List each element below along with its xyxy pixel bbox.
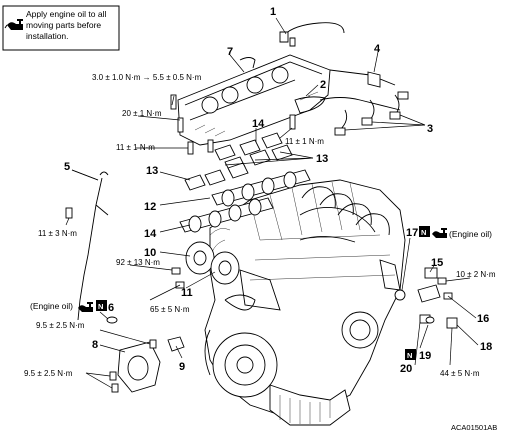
- new-part-icon: [96, 300, 107, 311]
- oil-level-gauge: [65, 171, 109, 321]
- callout-6: 6: [108, 302, 114, 314]
- callout-numbers: 1 2 3 4 5 7 8 9 10 11 12 13 13 14 14 15 …: [64, 6, 492, 375]
- engine-oil-right: (Engine oil): [449, 229, 492, 239]
- callout-14-bottom: 14: [144, 228, 157, 240]
- note-box: Apply engine oil to all moving parts bef…: [2, 5, 120, 51]
- oil-can-icon: [432, 228, 447, 238]
- pcv-hose: [279, 22, 345, 47]
- callout-10: 10: [144, 247, 156, 259]
- callout-8: 8: [92, 339, 98, 351]
- torque-9-5-lower: 9.5 ± 2.5 N·m: [24, 369, 73, 378]
- oil-control-valve-parts: [394, 267, 458, 329]
- note-line-2: moving parts before: [26, 20, 101, 30]
- timing-cover-bracket: [109, 336, 185, 393]
- figure-code: ACA01501AB: [451, 423, 497, 432]
- callout-5: 5: [64, 161, 70, 173]
- torque-specs: 3.0 ± 1.0 N·m → 5.5 ± 0.5 N·m 20 ± 1 N·m…: [24, 73, 496, 378]
- oil-can-icon: [4, 19, 23, 30]
- callout-11: 11: [181, 287, 193, 299]
- camshafts: [179, 169, 311, 233]
- engine-oil-left: (Engine oil): [30, 301, 73, 311]
- callout-16: 16: [477, 313, 489, 325]
- note-line-3: installation.: [26, 31, 69, 41]
- callout-17: 17: [406, 227, 418, 239]
- callout-7: 7: [227, 46, 233, 58]
- callout-2: 2: [320, 79, 326, 91]
- new-part-n-17: N: [421, 228, 426, 237]
- torque-9-5-upper: 9.5 ± 2.5 N·m: [36, 321, 85, 330]
- callout-13-left: 13: [146, 165, 158, 177]
- callout-12: 12: [144, 201, 156, 213]
- torque-10: 10 ± 2 N·m: [456, 270, 496, 279]
- torque-dipstick: 11 ± 3 N·m: [38, 229, 77, 238]
- oil-symbol-right: N (Engine oil): [419, 226, 492, 239]
- torque-11-right: 11 ± 1 N·m: [285, 137, 324, 146]
- note-line-1: Apply engine oil to all: [26, 9, 106, 19]
- callout-13-right: 13: [316, 153, 328, 165]
- rocker-cover: [177, 54, 331, 146]
- ignition-harness: [319, 69, 409, 136]
- callout-4: 4: [374, 43, 381, 55]
- leader-lines: [65, 17, 479, 389]
- engine-block: [204, 179, 406, 426]
- torque-20: 20 ± 1 N·m: [122, 109, 162, 118]
- callout-20: 20: [400, 363, 412, 375]
- callout-15: 15: [431, 257, 443, 269]
- torque-cover-bolts: 3.0 ± 1.0 N·m → 5.5 ± 0.5 N·m: [92, 73, 202, 82]
- cover-bolts: [170, 94, 296, 133]
- callout-3: 3: [427, 123, 433, 135]
- callout-9: 9: [179, 361, 185, 373]
- new-part-symbol-19: N: [405, 349, 416, 360]
- new-part-icon: [405, 349, 416, 360]
- oil-symbol-left: (Engine oil) N 6: [30, 300, 114, 314]
- torque-11-left: 11 ± 1 N·m: [116, 143, 155, 152]
- oil-can-icon: [78, 302, 93, 312]
- torque-44: 44 ± 5 N·m: [440, 369, 480, 378]
- callout-1: 1: [270, 6, 276, 18]
- o-ring: [106, 316, 118, 324]
- rocker-gasket: [294, 96, 326, 114]
- torque-65: 65 ± 5 N·m: [150, 305, 190, 314]
- new-part-n-19: N: [407, 351, 412, 360]
- new-part-icon: [419, 226, 430, 237]
- new-part-n-6: N: [98, 302, 103, 311]
- callout-18: 18: [480, 341, 492, 353]
- callout-14-top: 14: [252, 118, 265, 130]
- torque-92: 92 ± 13 N·m: [116, 258, 160, 267]
- callout-19: 19: [419, 350, 431, 362]
